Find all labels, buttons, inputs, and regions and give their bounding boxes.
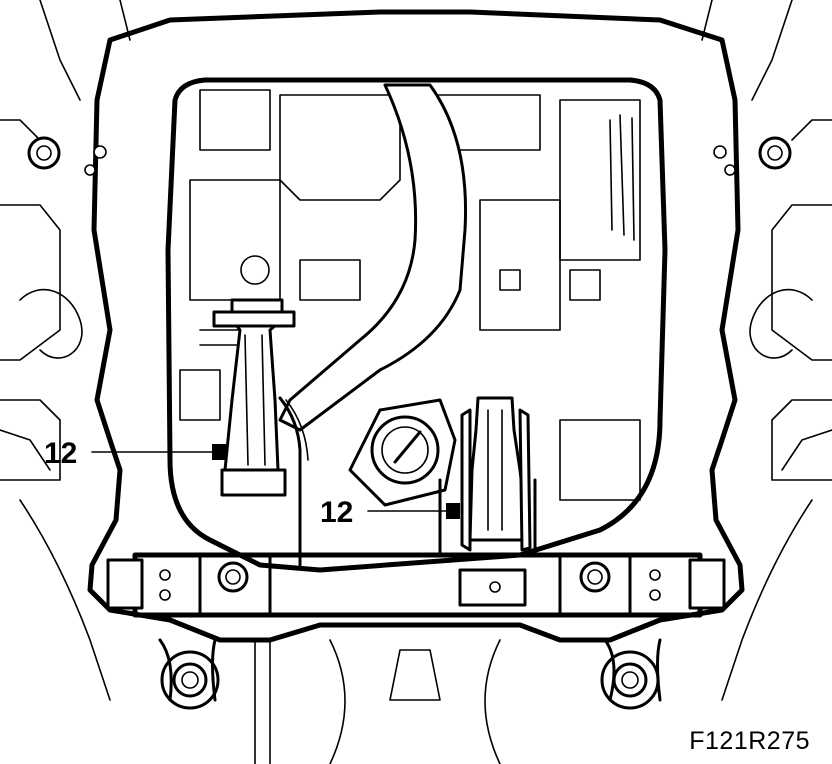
lower-control-arms <box>158 638 662 764</box>
bolt-icon <box>84 145 736 601</box>
callout-center: 12 <box>320 496 460 529</box>
bolt-icon <box>160 650 220 710</box>
bolt-icon <box>27 136 61 170</box>
bolt-icon <box>217 561 249 593</box>
bolt-icon <box>446 503 460 519</box>
bolt-icon <box>758 136 792 170</box>
figure-code: F121R275 <box>689 727 810 755</box>
bolt-icon <box>579 561 611 593</box>
bolt-icon <box>212 444 226 460</box>
flange-assembly <box>348 398 457 507</box>
engine-components <box>179 89 641 501</box>
callout-label: 12 <box>320 496 353 529</box>
outer-body-structure <box>0 0 832 701</box>
callout-label: 12 <box>44 437 77 470</box>
engine-mount-left <box>212 298 309 567</box>
bolt-icon <box>27 136 792 710</box>
diagonal-pipe <box>278 83 468 432</box>
engine-mount-center <box>438 396 537 607</box>
subframe-frame <box>87 9 745 643</box>
callout-left: 12 <box>44 437 226 470</box>
